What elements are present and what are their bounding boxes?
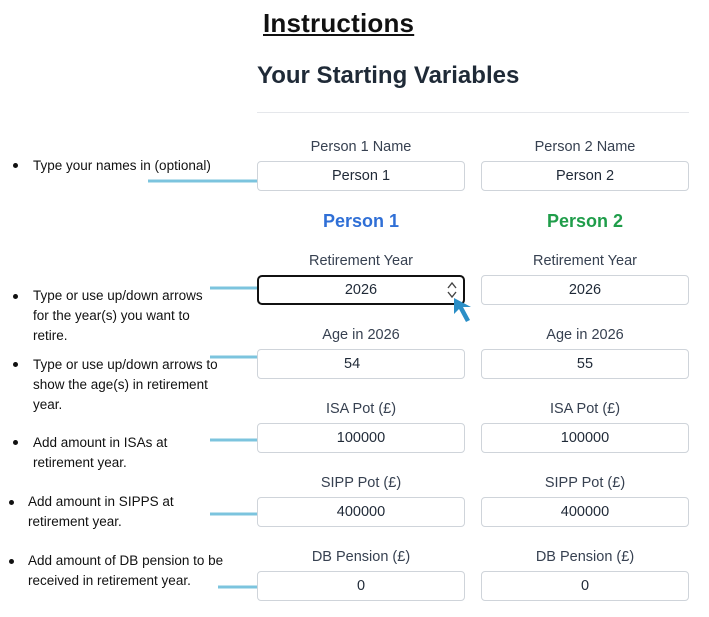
person1-age-input[interactable]: 54 bbox=[257, 349, 465, 379]
person2-retirement-year-input[interactable]: 2026 bbox=[481, 275, 689, 305]
person2-age-label: Age in 2026 bbox=[546, 327, 624, 343]
person1-isa-input[interactable]: 100000 bbox=[257, 423, 465, 453]
instruction-names: Type your names in (optional) bbox=[33, 158, 211, 173]
person2-isa-input[interactable]: 100000 bbox=[481, 423, 689, 453]
person1-isa-label: ISA Pot (£) bbox=[325, 401, 397, 417]
person2-db-label: DB Pension (£) bbox=[535, 549, 635, 565]
instruction-isa: Add amount in ISAs at retirement year. bbox=[33, 435, 168, 470]
person1-retirement-year-label: Retirement Year bbox=[309, 253, 413, 269]
bullet bbox=[13, 362, 18, 367]
instructions-title: Instructions bbox=[263, 8, 415, 38]
instruction-sipp: Add amount in SIPPS at retirement year. bbox=[28, 494, 174, 529]
person2-name-label: Person 2 Name bbox=[534, 139, 636, 155]
instruction-db: Add amount of DB pension to be received … bbox=[28, 553, 224, 588]
person2-retirement-year-label: Retirement Year bbox=[533, 253, 637, 269]
person1-retirement-year-value: 2026 bbox=[344, 282, 378, 298]
person1-name-input[interactable]: Person 1 bbox=[257, 161, 465, 191]
bullet bbox=[13, 294, 18, 299]
person2-db-input[interactable]: 0 bbox=[481, 571, 689, 601]
bullet bbox=[9, 500, 14, 505]
bullet bbox=[13, 163, 18, 168]
person1-sipp-label: SIPP Pot (£) bbox=[320, 475, 402, 491]
instruction-age: Type or use up/down arrows to show the a… bbox=[33, 357, 218, 412]
person1-age-value: 54 bbox=[344, 356, 361, 372]
person2-sipp-label: SIPP Pot (£) bbox=[544, 475, 626, 491]
person2-name-input[interactable]: Person 2 bbox=[481, 161, 689, 191]
person1-retirement-year-input[interactable]: 2026 bbox=[257, 275, 465, 305]
instruction-retirement-year: Type or use up/down arrows for the year(… bbox=[33, 288, 203, 343]
person1-name-label: Person 1 Name bbox=[310, 139, 412, 155]
divider bbox=[257, 112, 689, 113]
section-title: Your Starting Variables bbox=[257, 62, 520, 89]
person1-db-input[interactable]: 0 bbox=[257, 571, 465, 601]
bullet bbox=[9, 559, 14, 564]
person2-heading: Person 2 bbox=[546, 211, 624, 231]
cursor-pointer-icon bbox=[454, 298, 471, 322]
person1-sipp-input[interactable]: 400000 bbox=[257, 497, 465, 527]
person2-sipp-input[interactable]: 400000 bbox=[481, 497, 689, 527]
person1-age-label: Age in 2026 bbox=[322, 327, 400, 343]
person1-db-label: DB Pension (£) bbox=[311, 549, 411, 565]
spinner-arrows-icon[interactable] bbox=[447, 281, 457, 299]
person2-isa-label: ISA Pot (£) bbox=[549, 401, 621, 417]
bullet bbox=[13, 440, 18, 445]
person1-heading: Person 1 bbox=[322, 211, 400, 231]
person2-age-input[interactable]: 55 bbox=[481, 349, 689, 379]
